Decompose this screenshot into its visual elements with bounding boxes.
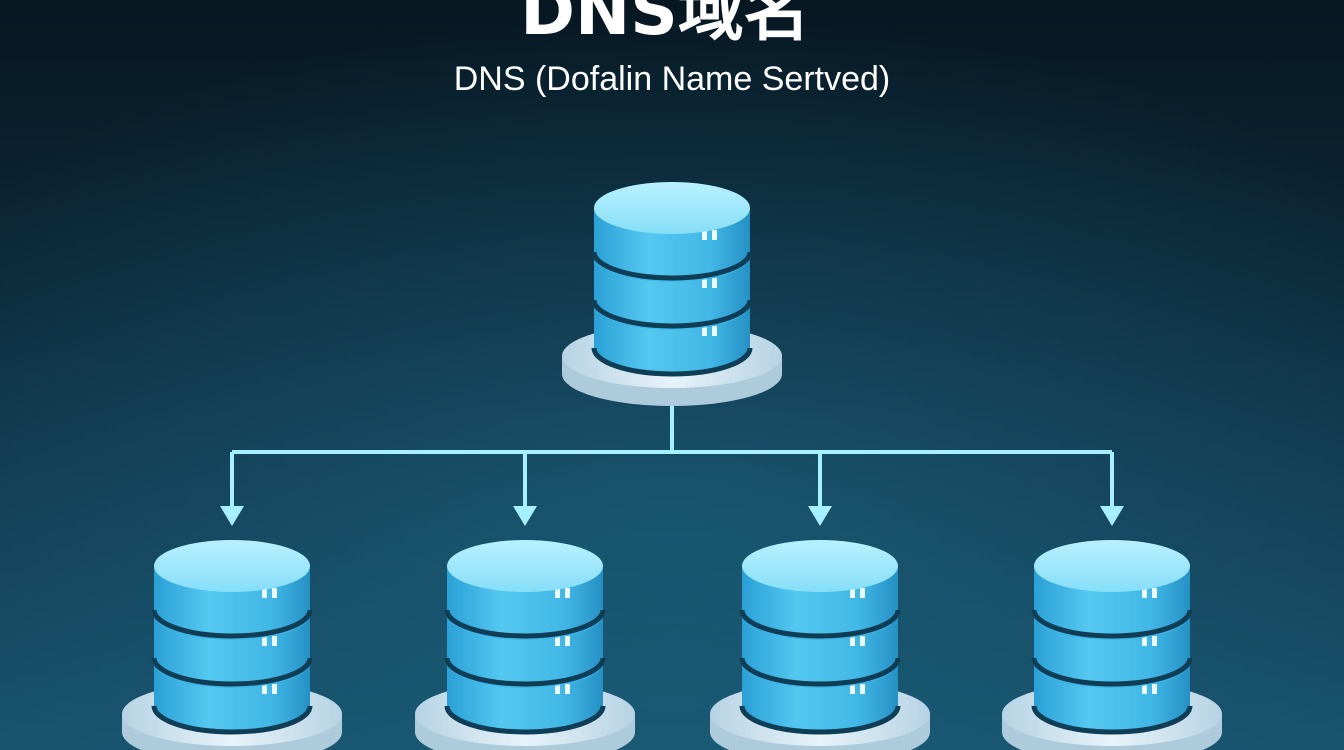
status-led [702,326,707,336]
status-led [1152,684,1157,694]
disk-tier [591,182,753,281]
status-led [1142,588,1147,598]
status-led [712,326,717,336]
status-led [712,230,717,240]
status-led [850,636,855,646]
status-led [272,684,277,694]
status-led [565,636,570,646]
status-led [565,588,570,598]
root-server [562,182,782,406]
status-led [262,636,267,646]
status-led [1152,636,1157,646]
status-led [565,684,570,694]
status-led [712,278,717,288]
status-led [272,588,277,598]
status-led [1142,636,1147,646]
arrow-head-1 [220,506,244,526]
child-server-1 [122,540,342,750]
arrow-head-3 [808,506,832,526]
disk-top [594,182,750,234]
status-led [555,588,560,598]
connector-lines [220,404,1124,526]
disk-top [742,540,898,592]
disk-top [154,540,310,592]
status-led [555,684,560,694]
status-led [555,636,560,646]
status-led [860,588,865,598]
disk-top [1034,540,1190,592]
disk-top [447,540,603,592]
status-led [702,278,707,288]
status-led [1142,684,1147,694]
child-server-3 [710,540,930,750]
child-server-4 [1002,540,1222,750]
status-led [860,684,865,694]
status-led [272,636,277,646]
status-led [1152,588,1157,598]
disk-tier [444,540,606,639]
status-led [850,684,855,694]
diagram-subtitle: DNS (Dofalin Name Sertved) [454,60,890,98]
disk-tier [151,540,313,639]
disk-tier [739,540,901,639]
status-led [262,588,267,598]
status-led [860,636,865,646]
child-server-2 [415,540,635,750]
status-led [702,230,707,240]
status-led [850,588,855,598]
status-led [262,684,267,694]
server-nodes [122,182,1222,750]
diagram-title: DNS域名 [520,0,810,50]
arrow-head-4 [1100,506,1124,526]
arrow-head-2 [513,506,537,526]
disk-tier [1031,540,1193,639]
